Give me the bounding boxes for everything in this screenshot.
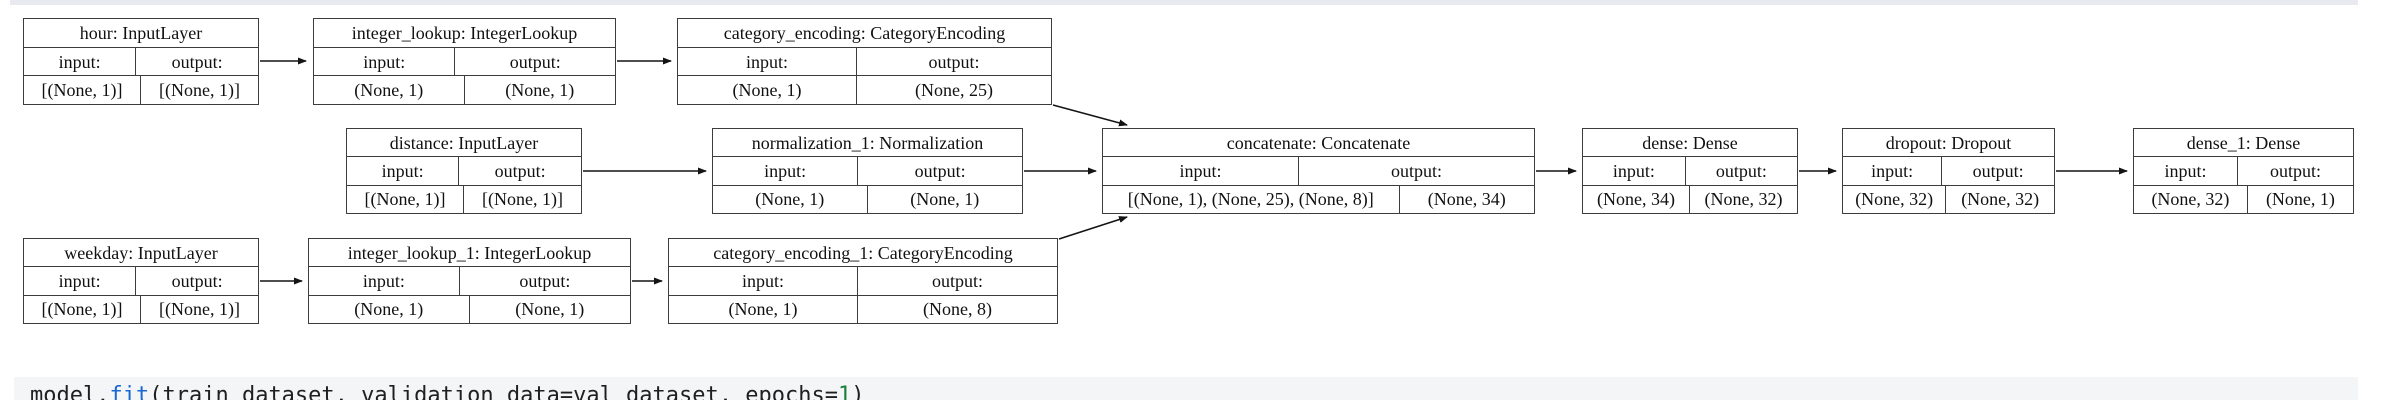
input-label: input: [24, 47, 137, 76]
edge-category-encoding-1-to-concatenate [1058, 216, 1128, 240]
code-cell[interactable]: model.fit(train_dataset, validation_data… [14, 377, 2358, 400]
input-shape: [(None, 1)] [347, 185, 464, 213]
node-distance-inputlayer: distance: InputLayer input: output: [(No… [346, 128, 582, 214]
output-label: output: [171, 51, 223, 72]
node-integer-lookup-1: integer_lookup_1: IntegerLookup input: o… [308, 238, 631, 324]
code-token: ) [851, 383, 865, 400]
input-shape: (None, 1) [713, 185, 868, 213]
node-concatenate: concatenate: Concatenate input: output: … [1102, 128, 1535, 214]
output-label: output: [519, 270, 571, 291]
output-label: output: [931, 270, 983, 291]
input-label: input: [1103, 157, 1300, 185]
node-title: distance: InputLayer [347, 129, 581, 158]
output-shape: (None, 34) [1427, 189, 1506, 210]
input-label: input: [669, 267, 858, 295]
node-title: concatenate: Concatenate [1103, 129, 1534, 158]
node-title: dense_1: Dense [2134, 129, 2353, 158]
input-label: input: [1843, 157, 1943, 185]
output-label: output: [1972, 160, 2024, 181]
code-token: model. [30, 383, 110, 400]
input-label: input: [314, 47, 456, 76]
input-shape: (None, 1) [678, 76, 858, 105]
output-label: output: [494, 160, 546, 181]
input-label: input: [24, 267, 137, 295]
output-shape: [(None, 1)] [482, 189, 563, 210]
output-shape: (None, 32) [1961, 189, 2040, 210]
notebook-top-strip [10, 0, 2358, 5]
node-integer-lookup: integer_lookup: IntegerLookup input: out… [313, 18, 616, 105]
input-label: input: [1583, 157, 1686, 185]
input-shape: [(None, 1)] [24, 295, 141, 323]
code-token-function: fit [109, 383, 150, 400]
node-dense: dense: Dense input: output: (None, 34) (… [1582, 128, 1798, 214]
output-shape: (None, 1) [515, 299, 585, 320]
output-shape: [(None, 1)] [159, 299, 240, 320]
output-shape: (None, 25) [915, 80, 993, 101]
code-line: model.fit(train_dataset, validation_data… [30, 382, 864, 400]
output-label: output: [928, 51, 980, 72]
node-dropout: dropout: Dropout input: output: (None, 3… [1842, 128, 2055, 214]
output-shape: (None, 1) [910, 189, 980, 210]
input-shape: (None, 1) [309, 295, 470, 323]
output-label: output: [171, 270, 223, 291]
output-label: output: [509, 51, 561, 72]
output-label: output: [1715, 160, 1767, 181]
output-shape: (None, 1) [2265, 189, 2335, 210]
input-label: input: [347, 157, 460, 185]
input-label: input: [2134, 157, 2239, 185]
input-label: input: [309, 267, 460, 295]
node-title: hour: InputLayer [24, 19, 258, 48]
node-title: integer_lookup: IntegerLookup [314, 19, 615, 48]
input-label: input: [713, 157, 859, 185]
input-shape: (None, 34) [1583, 185, 1690, 213]
code-token: (train_dataset, validation_data=val_data… [149, 383, 838, 400]
input-shape: [(None, 1)] [24, 76, 141, 105]
output-label: output: [2270, 160, 2322, 181]
node-title: category_encoding: CategoryEncoding [678, 19, 1051, 48]
node-title: weekday: InputLayer [24, 239, 258, 268]
node-title: dense: Dense [1583, 129, 1797, 158]
node-category-encoding: category_encoding: CategoryEncoding inpu… [677, 18, 1052, 105]
code-token-number: 1 [837, 383, 852, 400]
input-shape: (None, 1) [314, 76, 465, 105]
node-title: normalization_1: Normalization [713, 129, 1022, 158]
input-shape: (None, 32) [2134, 185, 2248, 213]
output-shape: (None, 8) [922, 299, 992, 320]
input-shape: (None, 1) [669, 295, 858, 323]
edge-category-encoding-to-concatenate [1052, 104, 1128, 127]
node-title: category_encoding_1: CategoryEncoding [669, 239, 1057, 268]
output-shape: [(None, 1)] [159, 80, 240, 101]
input-shape: (None, 32) [1843, 185, 1947, 213]
node-weekday-inputlayer: weekday: InputLayer input: output: [(Non… [23, 238, 259, 324]
output-shape: (None, 1) [505, 80, 575, 101]
node-title: integer_lookup_1: IntegerLookup [309, 239, 630, 268]
output-shape: (None, 32) [1704, 189, 1783, 210]
node-normalization-1: normalization_1: Normalization input: ou… [712, 128, 1023, 214]
output-label: output: [1391, 160, 1443, 181]
input-label: input: [678, 47, 858, 76]
node-dense-1: dense_1: Dense input: output: (None, 32)… [2133, 128, 2354, 214]
node-hour-inputlayer: hour: InputLayer input: output: [(None, … [23, 18, 259, 105]
node-category-encoding-1: category_encoding_1: CategoryEncoding in… [668, 238, 1058, 324]
output-label: output: [914, 160, 966, 181]
node-title: dropout: Dropout [1843, 129, 2054, 158]
input-shape: [(None, 1), (None, 25), (None, 8)] [1103, 185, 1400, 213]
